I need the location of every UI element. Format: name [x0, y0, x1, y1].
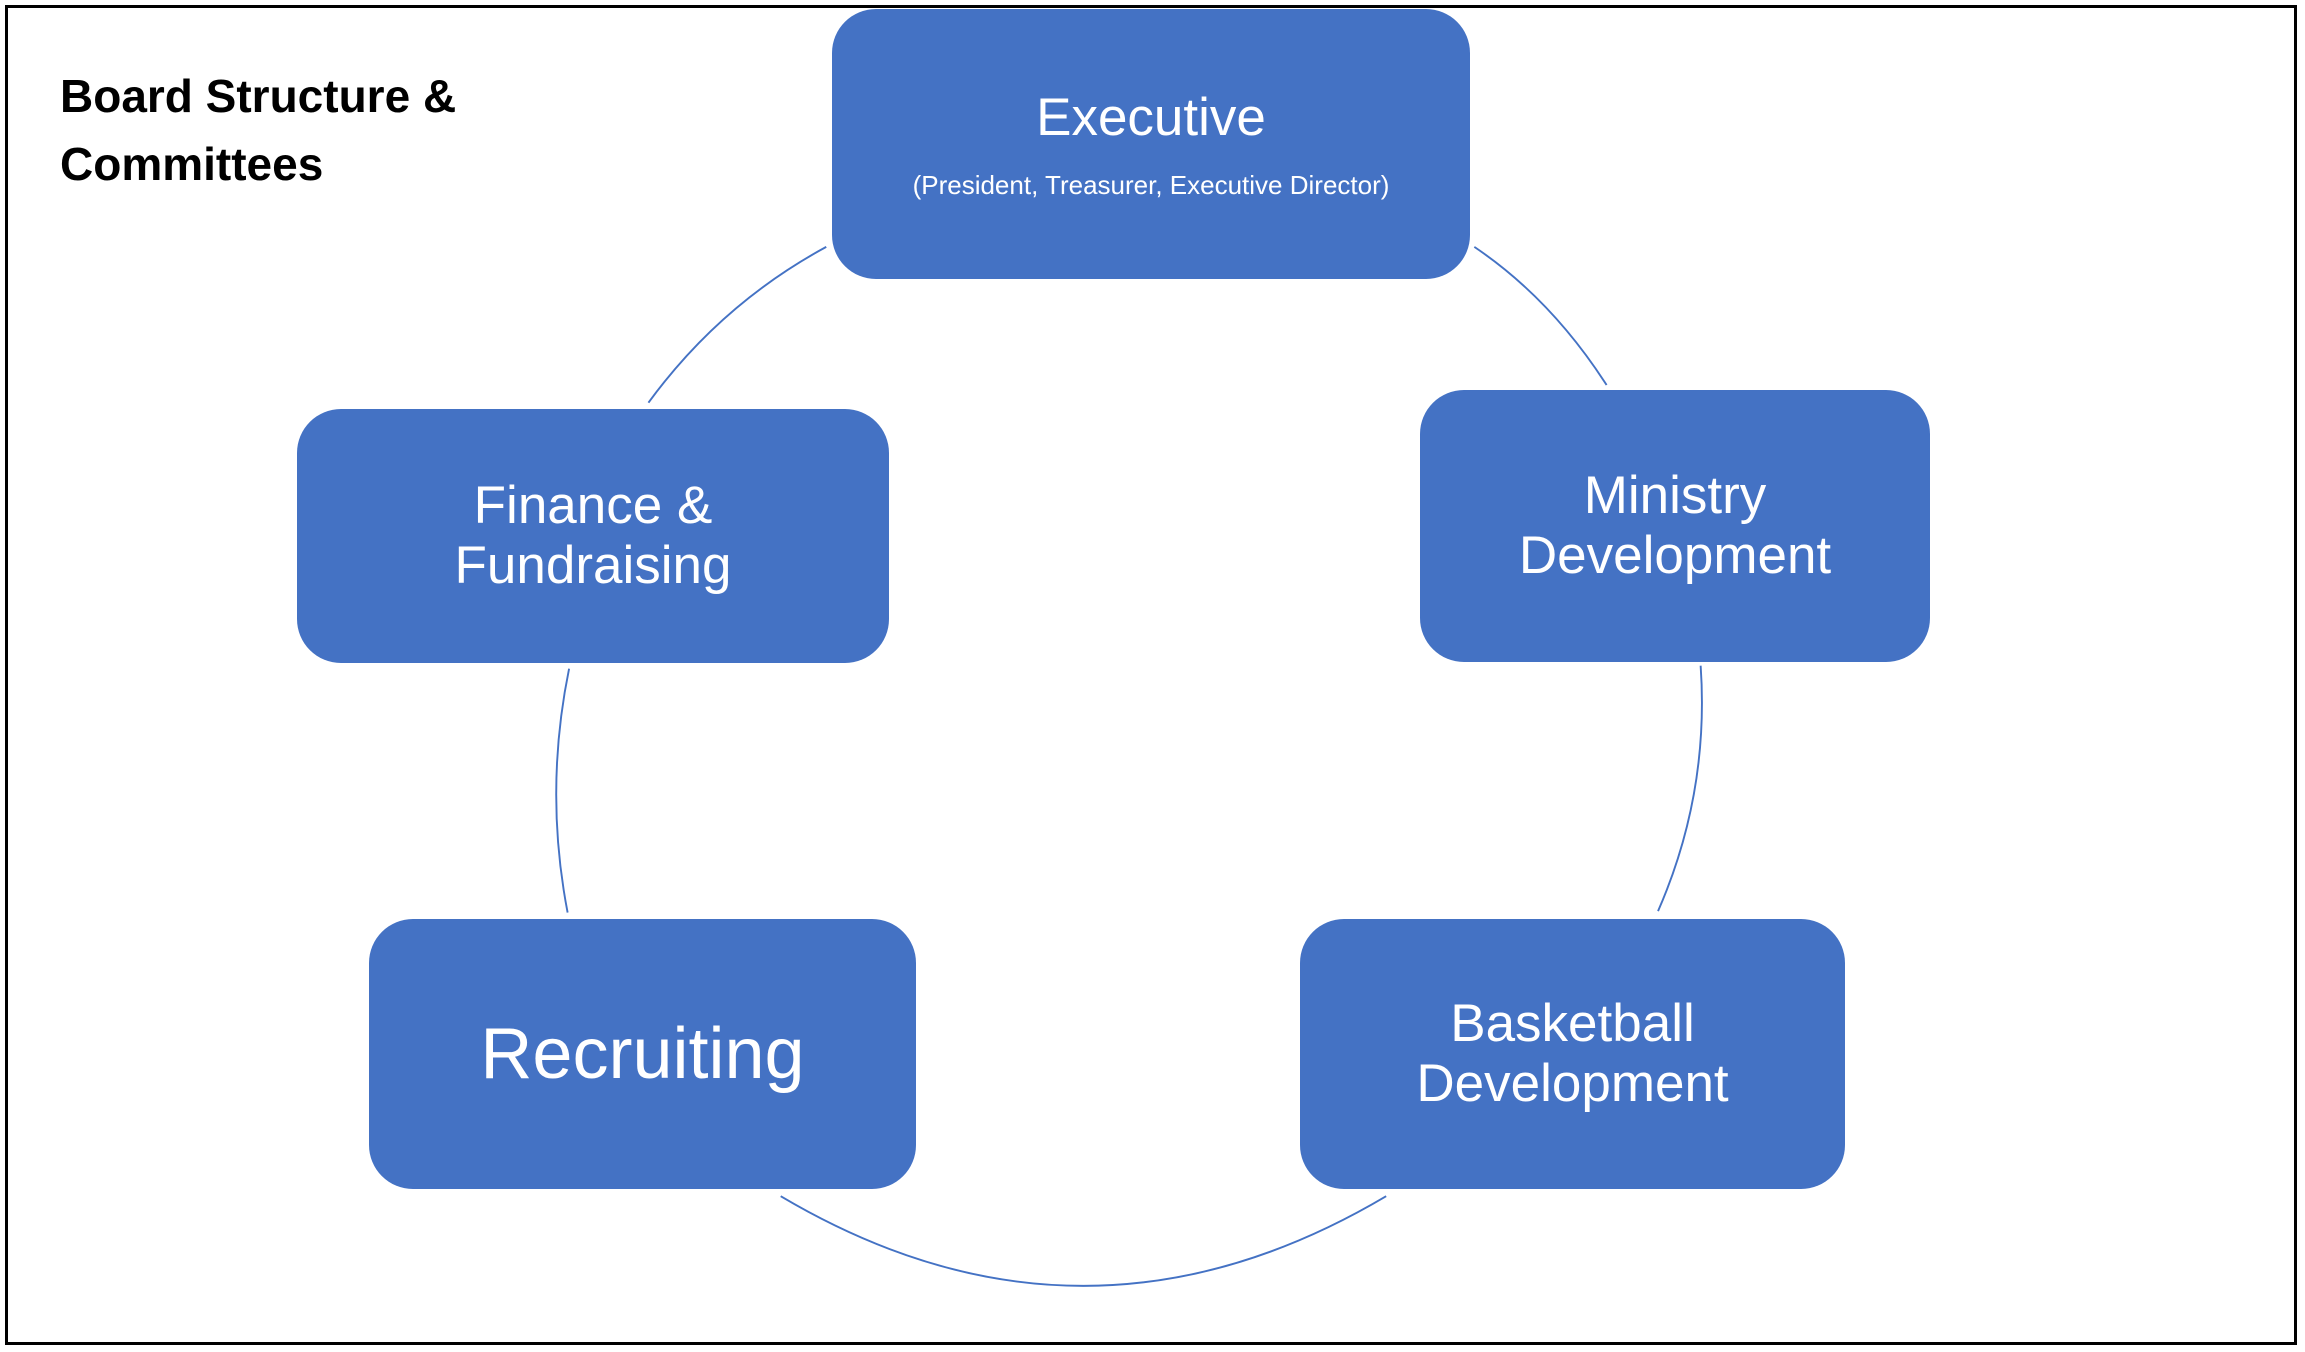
executive-node: Executive (President, Treasurer, Executi… [832, 9, 1470, 279]
recruiting-node: Recruiting [369, 919, 916, 1189]
connector-basketball-recruiting [780, 1195, 1387, 1287]
connector-ministry-basketball [1657, 665, 1703, 912]
title-line-2: Committees [60, 138, 324, 190]
basketball-label-line-2: Development [1416, 1054, 1729, 1113]
finance-label-line-2: Fundraising [454, 536, 732, 595]
basketball-label-line-1: Basketball [1450, 994, 1695, 1053]
connector-executive-ministry [1473, 246, 1608, 386]
finance-fundraising-node: Finance & Fundraising [297, 409, 889, 663]
recruiting-label: Recruiting [480, 1014, 805, 1094]
basketball-development-node: Basketball Development [1300, 919, 1845, 1189]
ministry-label-line-2: Development [1518, 526, 1832, 585]
finance-label-line-1: Finance & [473, 476, 713, 535]
connector-finance-executive [647, 246, 827, 404]
connector-recruiting-finance [555, 668, 571, 913]
executive-label: Executive [1036, 87, 1266, 147]
diagram-frame [5, 5, 2297, 1345]
ministry-label-line-1: Ministry [1583, 466, 1767, 525]
executive-sublabel: (President, Treasurer, Executive Directo… [912, 169, 1390, 200]
ministry-development-node: Ministry Development [1420, 390, 1930, 662]
title-line-1: Board Structure & [60, 70, 457, 122]
diagram-title: Board Structure & Committees [60, 62, 456, 198]
